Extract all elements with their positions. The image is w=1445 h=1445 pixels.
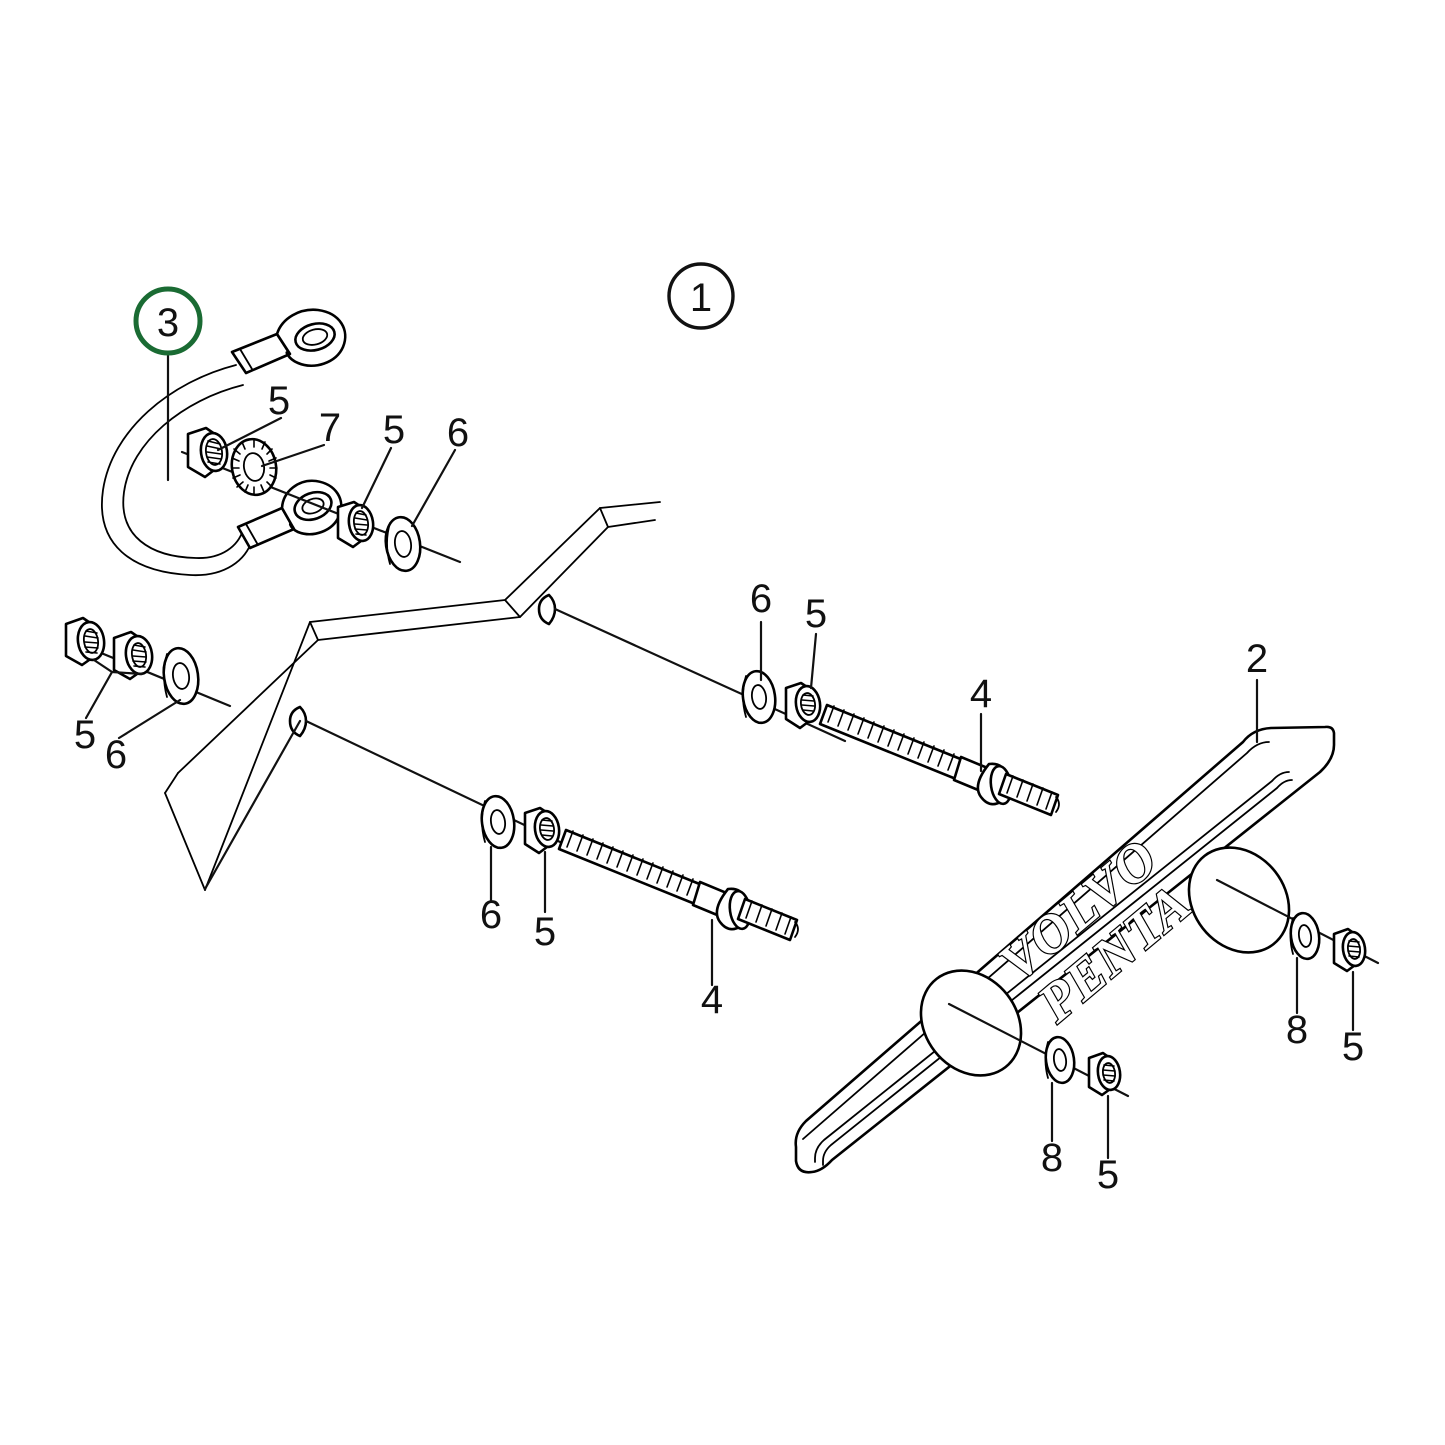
lower-stud-assembly <box>480 794 799 942</box>
bottom-fastener-group <box>947 1002 1130 1098</box>
part-3-bonding-cable <box>101 308 347 576</box>
callout-1-label: 1 <box>690 276 712 320</box>
left-hardware-group <box>64 616 232 708</box>
callout-1-circle[interactable] <box>667 262 735 330</box>
label-6-lower-left: 6 <box>480 893 502 937</box>
label-5-lower-left: 5 <box>534 910 556 954</box>
label-2: 2 <box>1246 637 1268 681</box>
label-5-right: 5 <box>1342 1025 1364 1069</box>
label-4-lower: 4 <box>701 978 723 1022</box>
label-5-left-pair: 5 <box>74 713 96 757</box>
part-1-bracket-bar <box>164 501 847 891</box>
callout-3-label: 3 <box>157 301 179 345</box>
small-washer-bottom <box>1044 1035 1076 1085</box>
hex-nut-upper <box>186 426 229 479</box>
callout-3-circle[interactable] <box>133 286 203 356</box>
label-8-bottom: 8 <box>1041 1136 1063 1180</box>
label-8-right: 8 <box>1286 1008 1308 1052</box>
callout-1[interactable]: 1 <box>667 262 735 330</box>
label-7: 7 <box>319 406 341 450</box>
serrated-lock-washer <box>230 437 278 497</box>
label-5-mid-right: 5 <box>805 592 827 636</box>
callout-3[interactable]: 3 <box>133 286 203 482</box>
hex-nut-right <box>1332 927 1367 973</box>
threaded-stud-lower <box>557 828 799 942</box>
label-5-bottom: 5 <box>1097 1153 1119 1197</box>
part-number-labels: 5 7 5 6 5 6 6 5 4 6 5 4 2 8 5 8 5 <box>74 379 1364 1197</box>
flat-washer-left <box>162 646 200 706</box>
leader-lines <box>84 416 1355 1160</box>
hex-nut-upper-2 <box>336 500 375 549</box>
right-fastener-group <box>1215 878 1380 973</box>
flat-washer-upper-stud <box>741 669 777 725</box>
part-2-anode-plate: VOLVO PENTA <box>794 725 1336 1174</box>
hex-nut-lower-stud <box>523 806 561 855</box>
small-washer-right <box>1289 911 1321 961</box>
hex-nut-upper-stud <box>784 681 822 730</box>
hex-nut-left-1 <box>64 616 106 667</box>
hex-nut-left-2 <box>112 630 154 681</box>
hex-nut-bottom <box>1087 1051 1122 1097</box>
label-4-upper: 4 <box>970 672 992 716</box>
label-6-upper-mid: 6 <box>447 411 469 455</box>
label-5-top: 5 <box>268 379 290 423</box>
upper-hardware-stack <box>180 426 462 573</box>
label-6-left: 6 <box>105 733 127 777</box>
label-5-upper-mid: 5 <box>383 408 405 452</box>
flat-washer-upper <box>384 515 422 573</box>
upper-stud-assembly <box>741 669 1060 817</box>
flat-washer-lower-stud <box>480 794 516 850</box>
label-6-mid-right: 6 <box>750 577 772 621</box>
threaded-stud-upper <box>818 703 1060 817</box>
